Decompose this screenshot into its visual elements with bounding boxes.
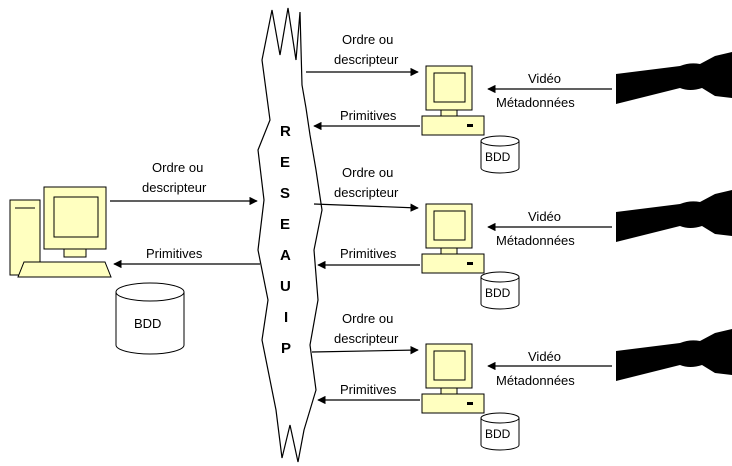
node-1: Ordre ou descripteur Primitives BDD Vidé…	[306, 32, 732, 174]
node-order-line1: Ordre ou	[342, 311, 393, 326]
node-metadata-label: Métadonnées	[496, 95, 575, 110]
network-letter: S	[280, 185, 290, 202]
node-3: Ordre ou descripteur Primitives BDD Vidé…	[311, 311, 732, 451]
node-db-label: BDD	[485, 286, 511, 300]
client-db-label: BDD	[134, 316, 161, 331]
client-receive-label: Primitives	[146, 246, 203, 261]
node-primitives-label: Primitives	[340, 246, 397, 261]
node-video-label: Vidéo	[528, 209, 561, 224]
node-primitives-label: Primitives	[340, 382, 397, 397]
camera-icon	[616, 52, 732, 104]
network-letter: A	[280, 247, 291, 264]
node-video-label: Vidéo	[528, 349, 561, 364]
camera-icon	[616, 190, 732, 242]
network-letter: R	[280, 123, 291, 140]
network-letter: U	[280, 278, 291, 295]
node-db-label: BDD	[485, 427, 511, 441]
node-computer-icon	[421, 343, 485, 414]
node-computer-icon	[421, 203, 485, 274]
node-order-arrow	[311, 345, 419, 355]
node-metadata-label: Métadonnées	[496, 373, 575, 388]
client-send-label-line2: descripteur	[142, 180, 207, 195]
node-primitives-label: Primitives	[340, 108, 397, 123]
client-send-label-line1: Ordre ou	[152, 160, 203, 175]
node-metadata-label: Métadonnées	[496, 233, 575, 248]
node-video-label: Vidéo	[528, 71, 561, 86]
node-2: Ordre ou descripteur Primitives BDD Vidé…	[313, 165, 732, 310]
node-database-icon: BDD	[480, 135, 520, 174]
network-label: R E S E A U I P	[280, 123, 291, 357]
node-db-label: BDD	[485, 150, 511, 164]
client-computer-icon	[9, 186, 112, 278]
node-order-line2: descripteur	[334, 185, 399, 200]
node-database-icon: BDD	[480, 412, 520, 451]
node-computer-icon	[421, 65, 485, 136]
node-order-arrow	[313, 203, 419, 212]
network-letter: P	[281, 340, 291, 357]
node-order-line1: Ordre ou	[342, 165, 393, 180]
node-order-line2: descripteur	[334, 331, 399, 346]
node-database-icon: BDD	[480, 271, 520, 310]
node-order-line1: Ordre ou	[342, 32, 393, 47]
client-database-icon: BDD	[115, 282, 185, 355]
network-letter: I	[284, 309, 288, 326]
node-order-line2: descripteur	[334, 52, 399, 67]
camera-icon	[616, 329, 732, 381]
network-cloud	[257, 7, 323, 463]
network-letter: E	[280, 154, 290, 171]
network-letter: E	[280, 216, 290, 233]
